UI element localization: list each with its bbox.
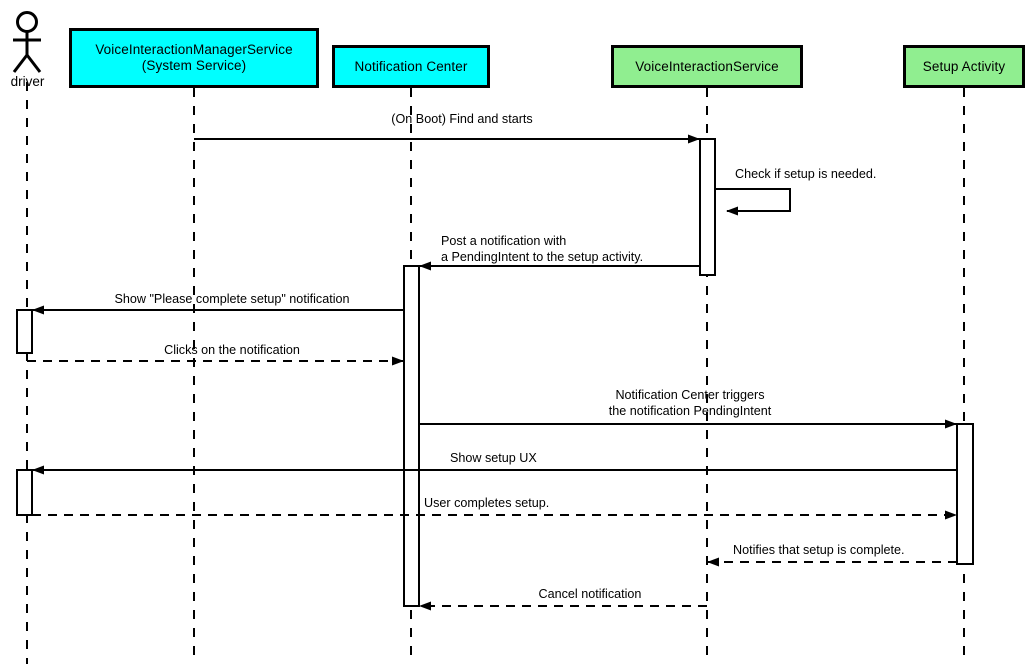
activation-bar-driver — [16, 469, 33, 516]
activation-bar-driver — [16, 309, 33, 354]
actor-driver-icon — [12, 11, 42, 73]
message-label-clicks-on-the-notification: Clicks on the notification — [164, 343, 300, 357]
message-label-on-boot-find-and-starts: (On Boot) Find and starts — [391, 112, 533, 126]
actor-driver-label: driver — [10, 74, 45, 89]
activation-bar-vis — [699, 138, 716, 276]
message-label-user-completes-setup: User completes setup. — [424, 496, 550, 510]
participant-label-setup-activity: Setup Activity — [922, 58, 1006, 74]
activation-bars-group — [16, 138, 974, 607]
participant-label-voiceinteractionmanagerservice: VoiceInteractionManagerService (System S… — [95, 42, 293, 73]
message-label-cancel-notification: Cancel notification — [538, 587, 642, 601]
activation-bar-notification_center — [403, 265, 420, 607]
message-label-show-please-complete-setup-notification: Show "Please complete setup" notificatio… — [114, 292, 350, 306]
participant-box-setup-activity[interactable]: Setup Activity — [903, 45, 1025, 88]
message-label-notifies-that-setup-is-complete: Notifies that setup is complete. — [733, 543, 905, 557]
message-arrows-group — [27, 134, 957, 611]
participant-label-voiceinteractionservice: VoiceInteractionService — [635, 58, 779, 74]
participant-label-notification-center: Notification Center — [354, 58, 468, 74]
participant-box-voiceinteractionservice[interactable]: VoiceInteractionService — [611, 45, 803, 88]
message-label-show-setup-ux: Show setup UX — [450, 451, 537, 465]
message-arrow-m2 — [715, 188, 791, 216]
message-label-post-a-notification: Post a notification with a PendingIntent… — [441, 234, 644, 264]
participant-box-notification-center[interactable]: Notification Center — [332, 45, 490, 88]
message-label-check-if-setup-is-needed: Check if setup is needed. — [735, 167, 877, 181]
activation-bar-setup_activity — [956, 423, 974, 565]
participant-box-voiceinteractionmanagerservice[interactable]: VoiceInteractionManagerService (System S… — [69, 28, 319, 88]
message-label-notification-center-triggers: Notification Center triggers the notific… — [608, 388, 772, 418]
